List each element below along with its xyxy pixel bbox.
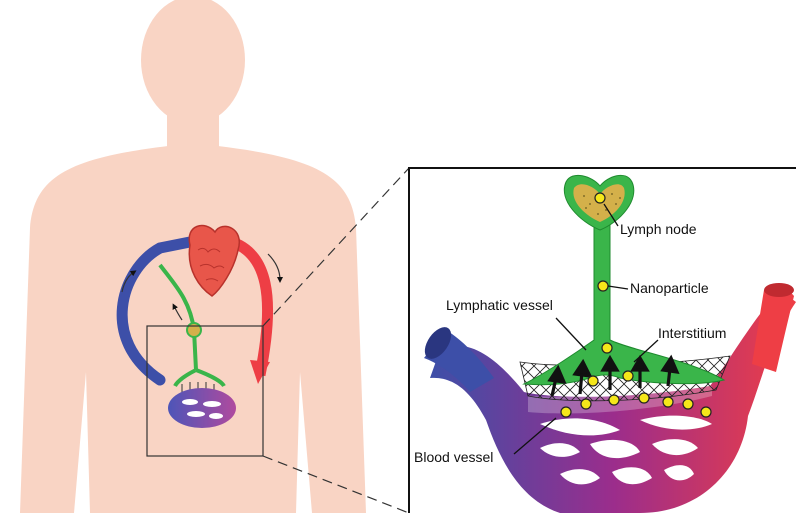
nanoparticle-dot	[581, 399, 591, 409]
nanoparticle-dot	[609, 395, 619, 405]
nanoparticle-dot	[602, 343, 612, 353]
nanoparticle-dot	[663, 397, 673, 407]
label-blood-vessel: Blood vessel	[414, 449, 493, 465]
nanoparticle-dot	[701, 407, 711, 417]
nanoparticle-dot	[588, 376, 598, 386]
head	[141, 0, 245, 124]
nanoparticle-dot	[595, 193, 605, 203]
nanoparticle-dot	[683, 399, 693, 409]
mini-lymph-node	[187, 323, 201, 337]
nanoparticle-dot	[639, 393, 649, 403]
nanoparticle-dot	[623, 371, 633, 381]
nanoparticle-dot	[598, 281, 608, 291]
nanoparticle-dot	[561, 407, 571, 417]
artery-opening	[764, 283, 794, 297]
label-nanoparticle: Nanoparticle	[630, 280, 709, 296]
inset-panel: Lymph node Nanoparticle Lymphatic vessel…	[409, 168, 796, 513]
label-lymphatic-vessel: Lymphatic vessel	[446, 297, 553, 313]
mini-capillary-bed	[168, 388, 236, 428]
label-interstitium: Interstitium	[658, 325, 726, 341]
label-lymph-node: Lymph node	[620, 221, 697, 237]
